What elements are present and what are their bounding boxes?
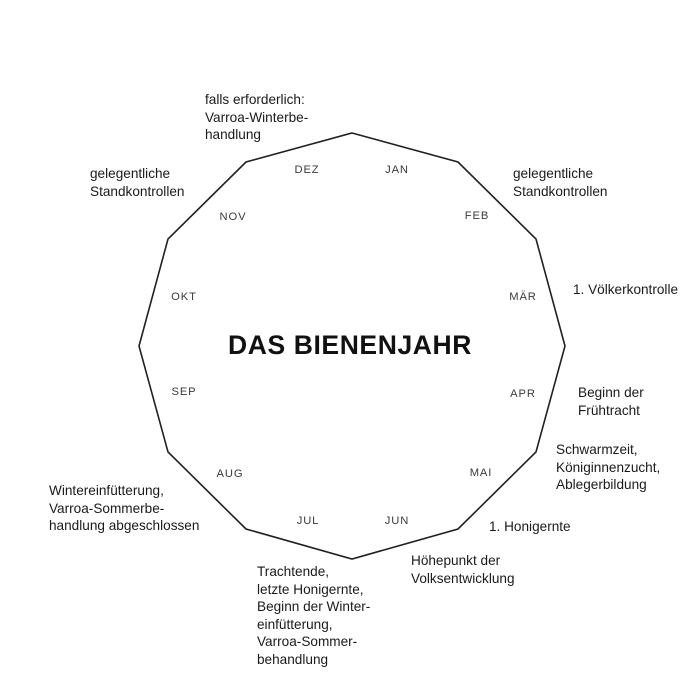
- note-varroa-winterbehandlung: falls erforderlich: Varroa-Winterbe- han…: [205, 92, 309, 142]
- month-label-jun: JUN: [384, 515, 410, 527]
- month-label-aug: AUG: [216, 468, 244, 480]
- note-fruehtracht: Beginn der Frühtracht: [578, 385, 644, 418]
- month-label-jul: JUL: [296, 515, 320, 527]
- month-label-dez: DEZ: [294, 164, 320, 176]
- month-label-feb: FEB: [464, 210, 490, 222]
- month-label-apr: APR: [510, 388, 536, 400]
- note-standkontrollen-left: gelegentliche Standkontrollen: [90, 166, 185, 199]
- note-hoehepunkt: Höhepunkt der Volksentwicklung: [411, 553, 515, 586]
- note-trachtende: Trachtende, letzte Honigernte, Beginn de…: [257, 564, 371, 667]
- note-honigernte-1: 1. Honigernte: [489, 519, 571, 534]
- month-label-okt: OKT: [171, 291, 197, 303]
- note-standkontrollen-right: gelegentliche Standkontrollen: [513, 166, 608, 199]
- note-wintereinfuetterung: Wintereinfütterung, Varroa-Sommerbe- han…: [49, 483, 200, 533]
- month-label-mai: MAI: [469, 467, 493, 479]
- month-label-sep: SEP: [171, 386, 197, 398]
- month-label-nov: NOV: [219, 211, 247, 223]
- month-label-jan: JAN: [385, 164, 409, 176]
- note-schwarmzeit: Schwarmzeit, Königinnenzucht, Ablegerbil…: [556, 442, 661, 492]
- note-voelkerkontrolle: 1. Völkerkontrolle: [573, 282, 679, 297]
- page-title: DAS BIENENJAHR: [228, 330, 472, 360]
- month-label-mär: MÄR: [509, 291, 537, 303]
